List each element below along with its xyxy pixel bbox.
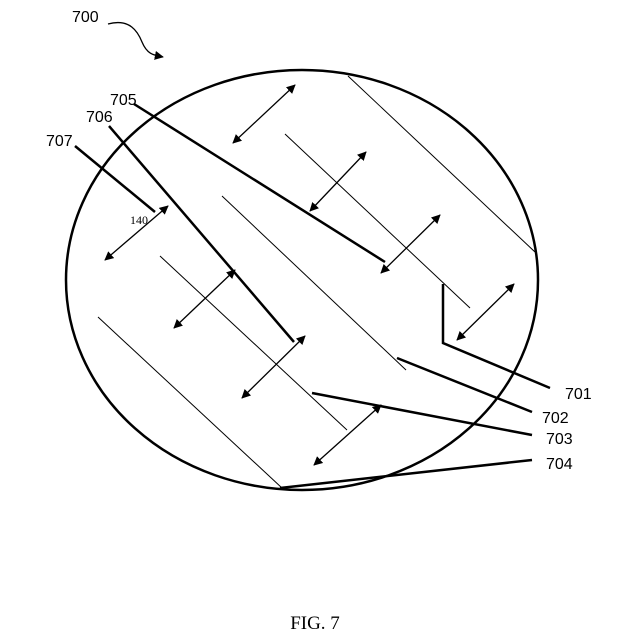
label-701: 701 — [565, 386, 592, 403]
label-703: 703 — [546, 431, 573, 448]
leader-700-arrow — [108, 23, 163, 57]
thin-lines — [98, 76, 535, 488]
thin-line-5 — [98, 317, 282, 488]
double-arrow-6 — [174, 270, 235, 328]
label-700: 700 — [72, 9, 99, 26]
leader-707 — [75, 146, 155, 212]
double-arrow-8 — [314, 405, 381, 465]
label-705: 705 — [110, 92, 137, 109]
leader-706 — [109, 126, 294, 342]
double-arrow-3 — [381, 215, 440, 273]
leader-702 — [397, 358, 532, 412]
leader-701 — [443, 284, 550, 388]
label-707: 707 — [46, 133, 73, 150]
thick-lines — [75, 104, 550, 488]
thin-line-1 — [348, 76, 535, 252]
label-706: 706 — [86, 109, 113, 126]
double-arrow-7 — [242, 336, 305, 398]
leader-705 — [134, 104, 385, 262]
label-704: 704 — [546, 456, 573, 473]
double-arrows — [105, 85, 514, 465]
label-702: 702 — [542, 410, 569, 427]
figure-caption: FIG. 7 — [290, 613, 340, 634]
wafer-outline — [66, 70, 538, 490]
leader-704 — [280, 460, 532, 488]
thin-line-4 — [160, 256, 347, 430]
label-140: 140 — [130, 213, 148, 227]
double-arrow-4 — [457, 284, 514, 340]
